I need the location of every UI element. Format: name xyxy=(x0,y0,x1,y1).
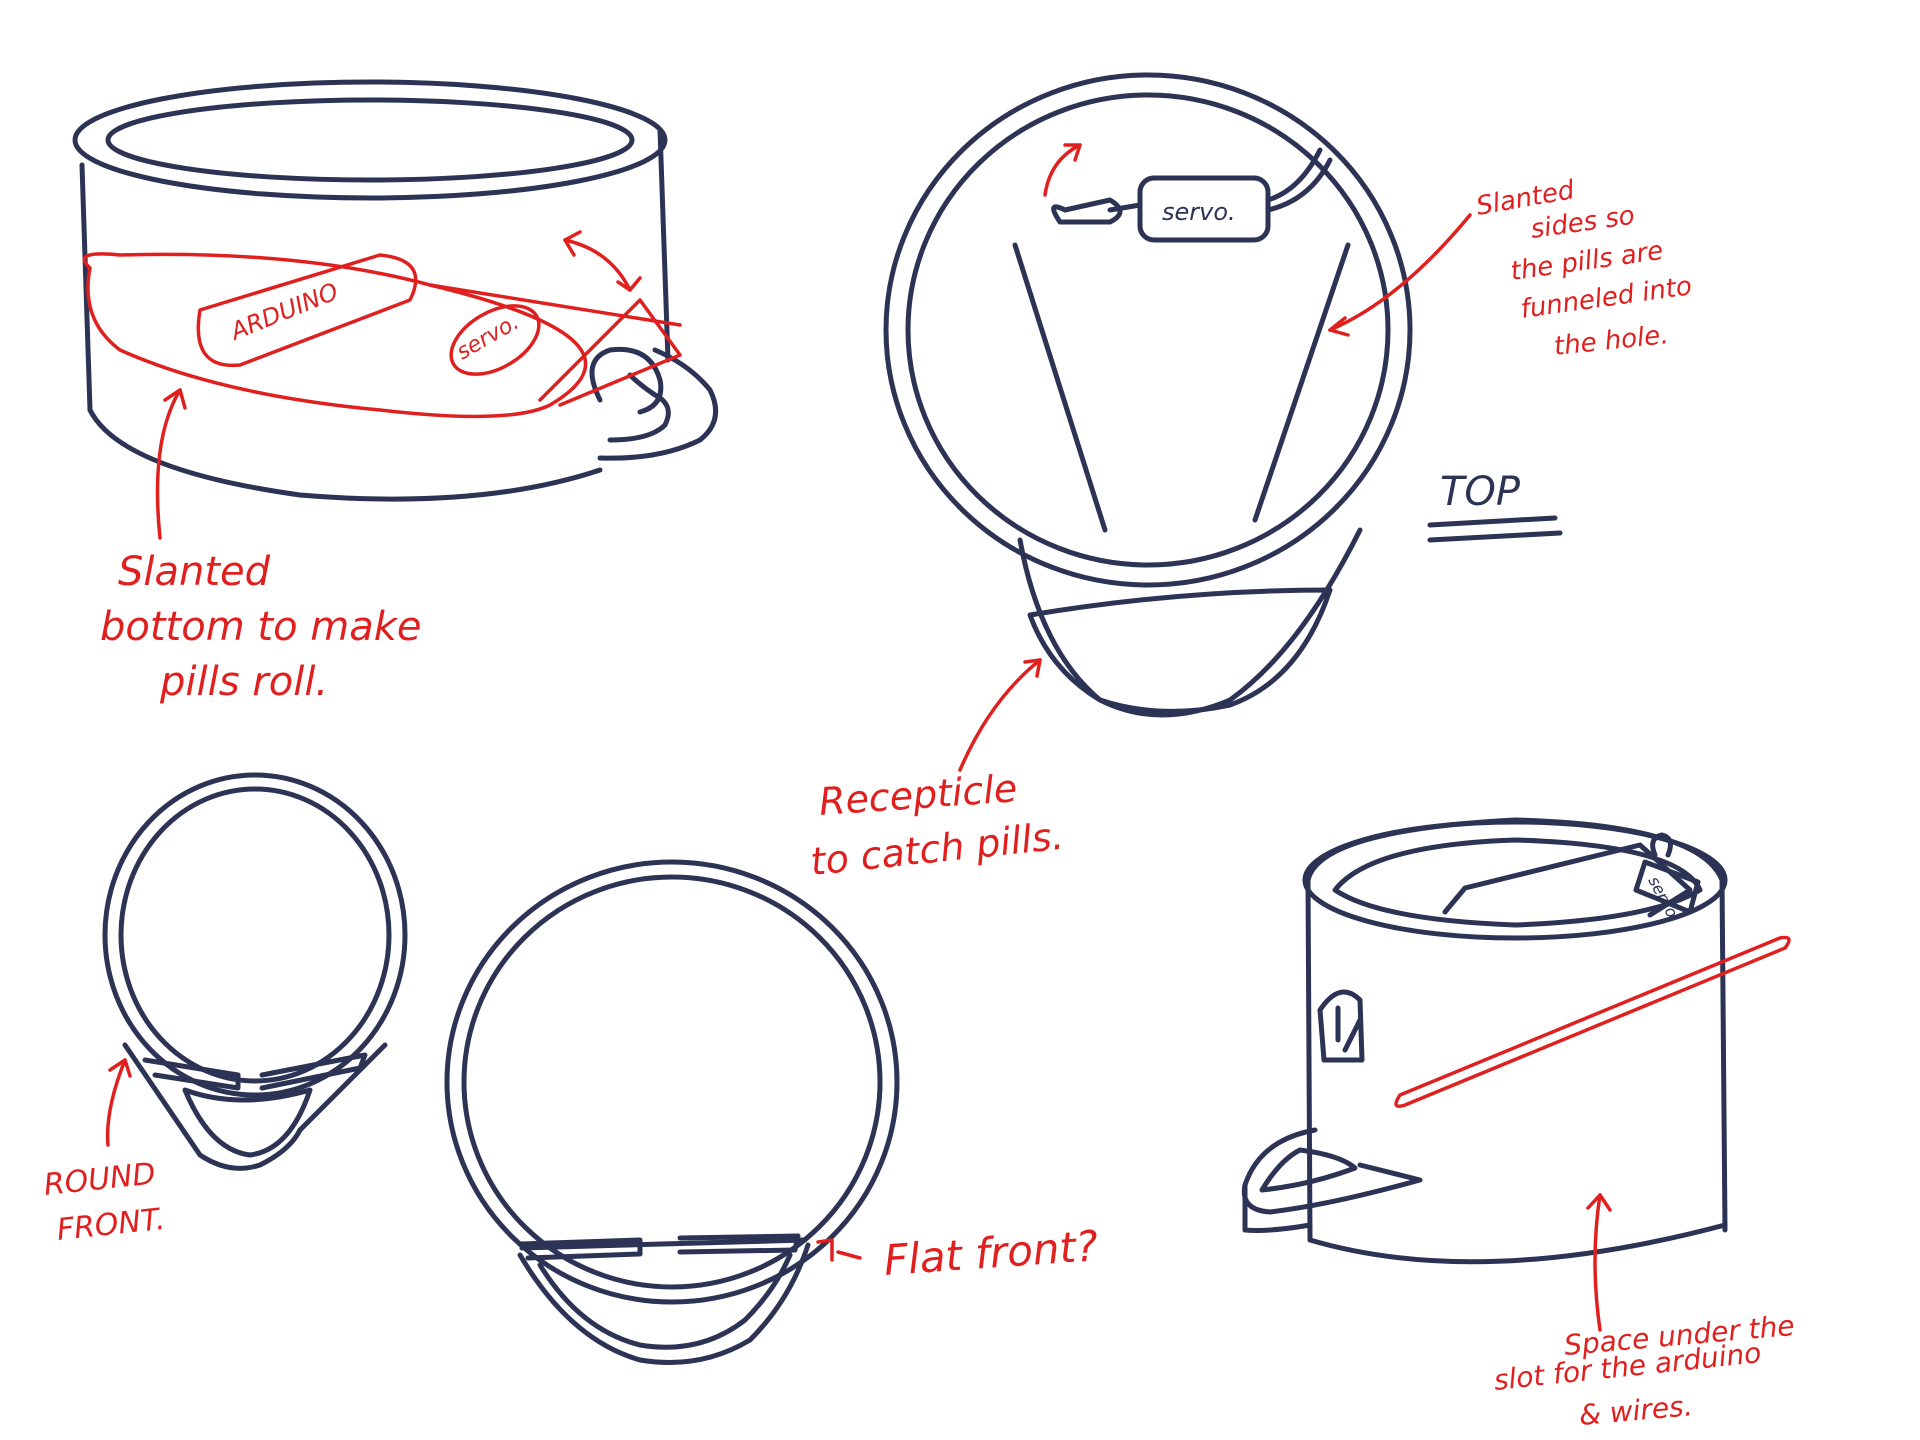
servo-label-top: servo. xyxy=(1162,198,1236,226)
slot-space-line3: & wires. xyxy=(1578,1389,1694,1432)
flat-front-arrow xyxy=(816,1238,862,1262)
slanted-bottom-line2: bottom to make xyxy=(100,604,422,650)
arduino-box xyxy=(196,253,418,368)
receptacle-line2: to catch pills. xyxy=(808,814,1065,884)
slanted-sides-line5: the hole. xyxy=(1553,320,1670,362)
slanted-sides-arrow xyxy=(1328,213,1472,332)
receptacle-line1: Recepticle xyxy=(818,766,1019,824)
top-view-sketch: servo. TOP Slanted sides so the pills ar… xyxy=(808,72,1694,884)
round-front-annotations: ROUND FRONT. xyxy=(42,1058,167,1248)
rotation-arrow xyxy=(563,238,632,292)
arduino-label: ARDUINO xyxy=(225,277,342,346)
servo-label-side: servo. xyxy=(453,310,524,365)
round-front-sketch: ROUND FRONT. xyxy=(42,772,408,1248)
servo-box-side xyxy=(449,304,541,376)
round-front-line1: ROUND xyxy=(42,1156,157,1203)
receptacle-arrow xyxy=(958,658,1042,772)
flat-front-sketch: Flat front? xyxy=(444,859,1100,1365)
slanted-bottom-line1: Slanted xyxy=(118,549,271,595)
top-underline xyxy=(1427,515,1563,543)
side-view-sketch: ARDUINO servo. Slanted bottom to make pi… xyxy=(72,79,719,705)
perspective-sketch: servo Space under the slot for the ardui… xyxy=(1241,817,1796,1432)
perspective-annotations: Space under the slot for the arduino & w… xyxy=(1394,935,1796,1432)
top-view-annotations: Slanted sides so the pills are funneled … xyxy=(808,143,1694,884)
servo-shaft xyxy=(1650,832,1673,858)
slot-space-arrow xyxy=(1593,1193,1602,1332)
slanted-bottom-line3: pills roll. xyxy=(159,659,328,705)
flat-front-annotations: Flat front? xyxy=(816,1221,1100,1285)
flat-front-label: Flat front? xyxy=(882,1221,1099,1285)
slot-highlight xyxy=(1394,935,1791,1108)
round-front-line2: FRONT. xyxy=(55,1202,167,1248)
slanted-bottom-arrow xyxy=(155,388,182,540)
top-view-label: TOP xyxy=(1440,469,1521,515)
round-front-arrow xyxy=(105,1058,127,1147)
servo-box-corner xyxy=(1633,859,1701,915)
servo-rotation-arrow xyxy=(1043,143,1082,197)
